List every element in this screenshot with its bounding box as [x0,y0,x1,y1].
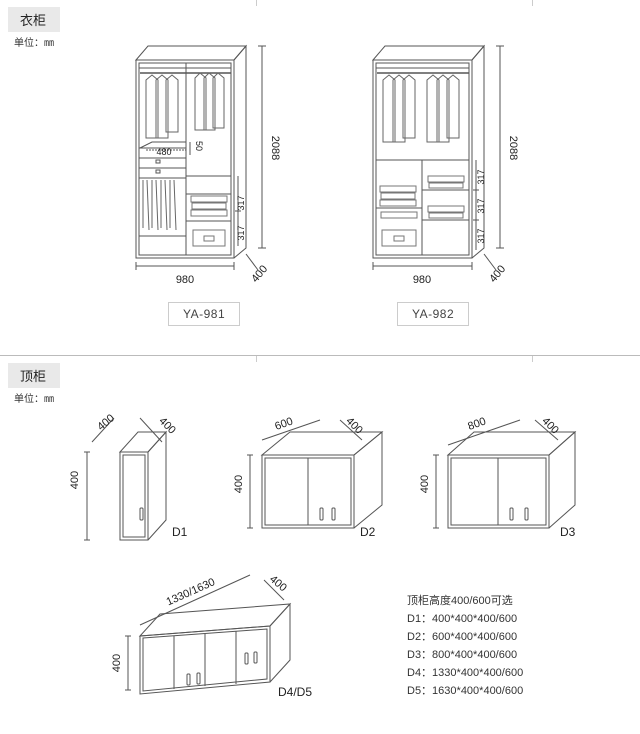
ya-981-drawer-gap: 50 [194,141,204,151]
model-label-ya-982: YA-982 [397,302,470,326]
ya-982-depth: 400 [487,263,508,285]
ya-982-height: 2088 [507,136,519,160]
spec-d3: D3：800*400*400/600 [407,649,518,661]
top-divider [532,356,533,362]
ya-981-shelf-2: 317 [236,225,246,240]
section-tag-top-cabinet: 顶柜 [8,363,61,388]
ya-981-drawer-width: 480 [156,147,171,157]
d3-height: 400 [419,475,431,493]
d2-height: 400 [233,475,245,493]
cabinet-d4-d5-drawing [125,574,292,695]
ya-982-shelf-1: 317 [476,169,486,184]
d4-d5-height: 400 [111,654,123,672]
top-cabinet-section: 顶柜 单位：㎜ [0,355,640,734]
wardrobe-section: 衣柜 单位：㎜ [0,0,640,355]
section-tag-wardrobe: 衣柜 [8,7,61,32]
ya-982-width: 980 [413,274,431,286]
wardrobe-ya-981-drawing [134,44,266,271]
spec-title: 顶柜高度400/600可选 [407,595,513,607]
model-label-ya-981: YA-981 [168,302,241,326]
unit-label: 单位：㎜ [14,38,54,49]
ya-982-shelf-2: 317 [476,198,486,213]
ya-981-height: 2088 [269,136,281,160]
unit-label: 单位：㎜ [14,394,54,405]
top-divider [256,0,257,6]
wardrobe-ya-982-drawing [371,44,504,271]
ya-981-shelf-1: 317 [236,195,246,210]
spec-d1: D1：400*400*400/600 [407,613,518,625]
d2-width: 600 [273,415,294,433]
d3-width: 800 [466,415,487,433]
cabinet-d2-drawing [247,419,384,529]
d3-label: D3 [560,525,576,539]
ya-981-width: 980 [176,274,194,286]
spec-d5: D5：1630*400*400/600 [407,685,524,697]
spec-d4: D4：1330*400*400/600 [407,667,524,679]
top-divider [256,356,257,362]
spec-d2: D2：600*400*400/600 [407,631,518,643]
top-divider [532,0,533,6]
d1-height: 400 [69,471,81,489]
spec-list: 顶柜高度400/600可选 D1：400*400*400/600 D2：600*… [407,592,523,700]
cabinet-d3-drawing [433,419,577,529]
d1-label: D1 [172,525,188,539]
d4-d5-label: D4/D5 [278,685,312,699]
d2-label: D2 [360,525,376,539]
ya-982-shelf-3: 317 [476,228,486,243]
ya-981-depth: 400 [249,263,270,285]
cabinet-d1-drawing [84,417,168,541]
